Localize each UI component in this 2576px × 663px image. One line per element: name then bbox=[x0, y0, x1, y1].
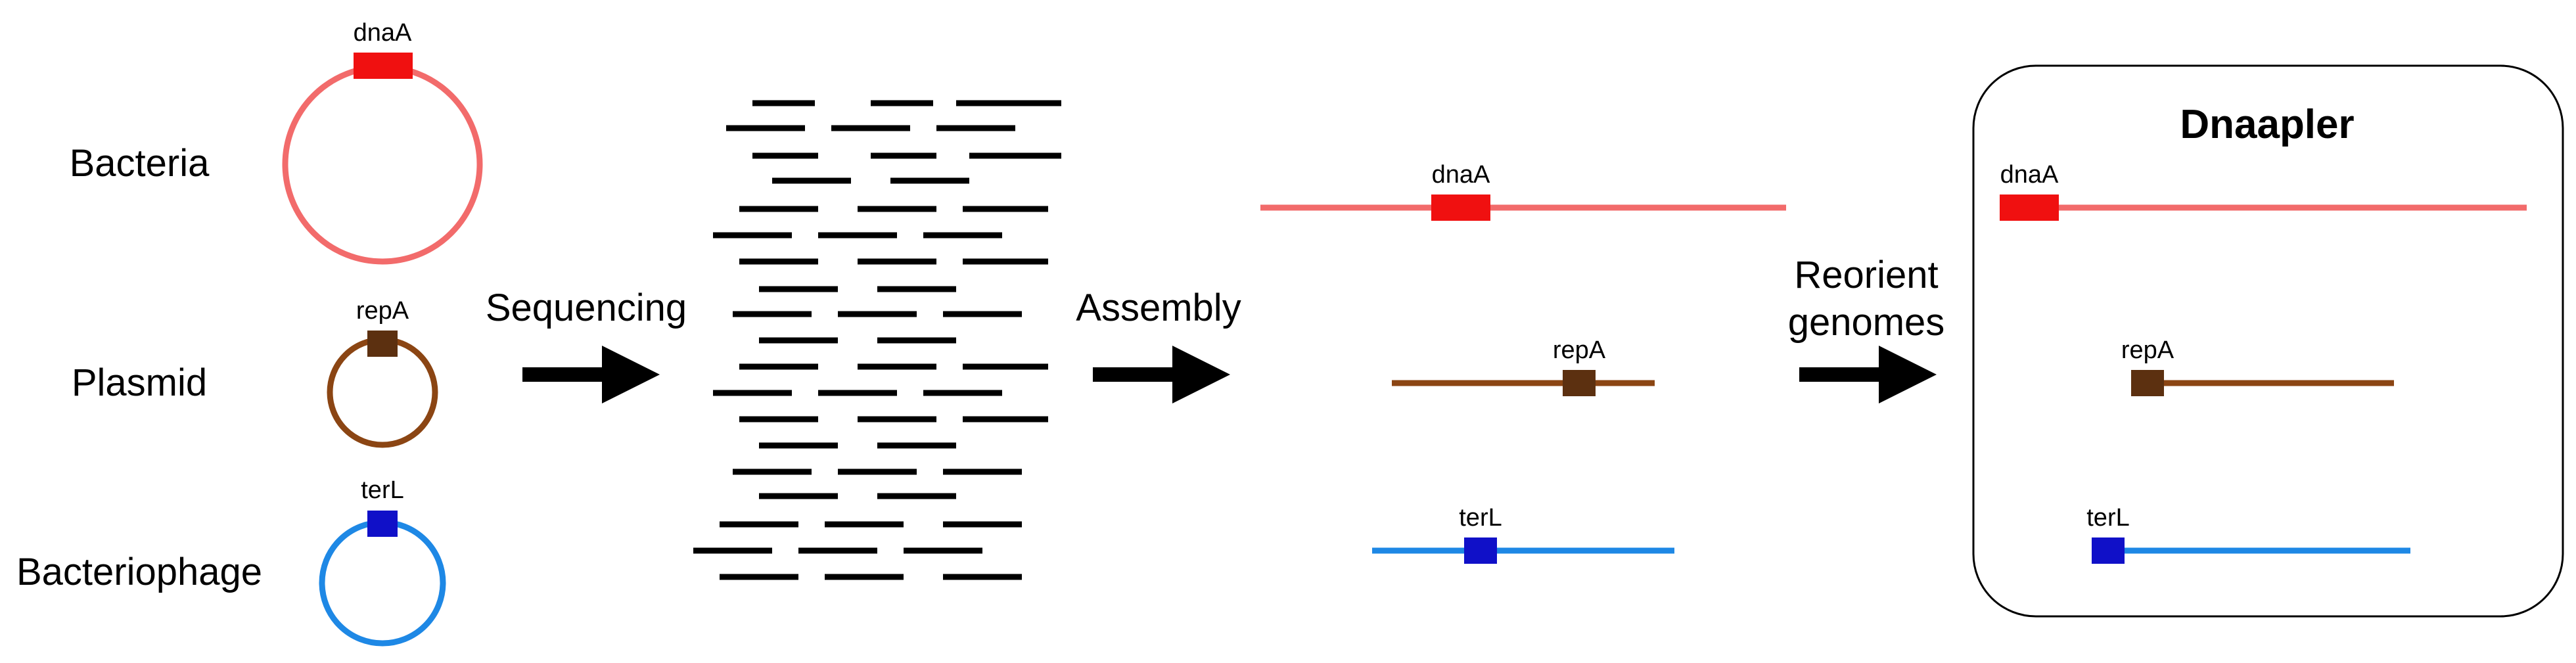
assembled-bacteria-dnaA-box bbox=[1431, 194, 1490, 221]
step-label-reorient-line1: Reorient bbox=[1794, 254, 1938, 296]
step-label-assembly: Assembly bbox=[1076, 286, 1241, 329]
plasmid-repA-gene-box bbox=[367, 331, 398, 357]
plasmid-gene-label: repA bbox=[356, 297, 409, 325]
reoriented-bacteria-dnaA-box bbox=[2000, 194, 2059, 221]
reoriented-bacteria-gene-label: dnaA bbox=[2000, 161, 2059, 189]
assembled-bacteriophage-terL-box bbox=[1464, 537, 1497, 564]
bacteria-dnaA-gene-box bbox=[354, 53, 413, 79]
reoriented-bacteriophage-gene-label: terL bbox=[2086, 504, 2129, 532]
assembled-plasmid-repA-box bbox=[1563, 370, 1596, 396]
bacteria-gene-label: dnaA bbox=[354, 19, 412, 47]
dnaapler-panel bbox=[1972, 64, 2564, 618]
step-label-reorient-line2: genomes bbox=[1788, 301, 1945, 344]
organism-label-bacteria: Bacteria bbox=[70, 142, 210, 185]
bacteriophage-gene-label: terL bbox=[361, 476, 403, 504]
assembled-bacteriophage-gene-label: terL bbox=[1459, 504, 1502, 532]
dnaapler-panel-title: Dnaapler bbox=[2180, 102, 2354, 147]
assembled-plasmid-gene-label: repA bbox=[1553, 336, 1606, 364]
reoriented-plasmid-gene-label: repA bbox=[2121, 336, 2174, 364]
sequencing-reads bbox=[693, 100, 1061, 580]
organism-label-plasmid: Plasmid bbox=[72, 361, 207, 404]
reoriented-plasmid-repA-box bbox=[2131, 370, 2164, 396]
bacteriophage-circle bbox=[319, 519, 446, 647]
assembled-bacteria-gene-label: dnaA bbox=[1432, 161, 1490, 189]
step-label-sequencing: Sequencing bbox=[486, 286, 687, 329]
organism-label-bacteriophage: Bacteriophage bbox=[16, 551, 262, 593]
bacteria-chromosome-circle bbox=[282, 64, 483, 265]
reoriented-bacteriophage-terL-box bbox=[2092, 537, 2125, 564]
bacteriophage-terL-gene-box bbox=[367, 511, 398, 537]
